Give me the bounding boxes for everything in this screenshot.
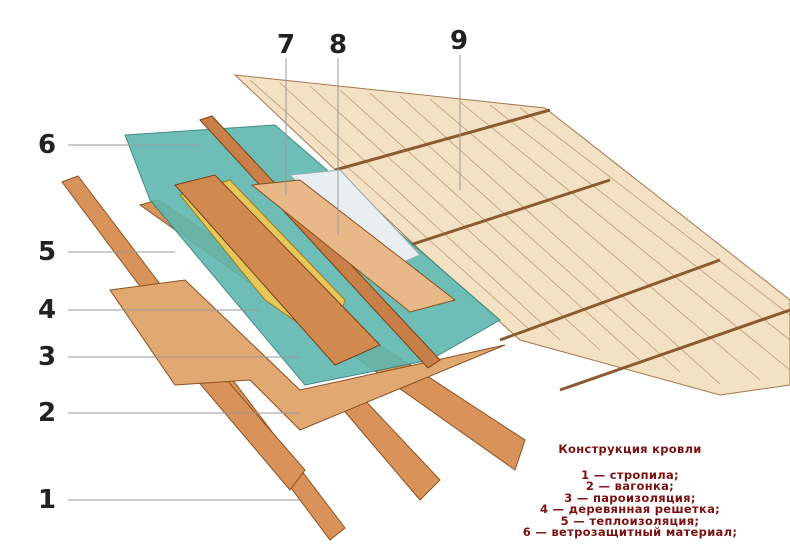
sheathing-steps — [334, 108, 790, 392]
legend-item: 5 — теплоизоляция; — [560, 513, 700, 528]
rafter — [334, 394, 441, 501]
batten — [199, 115, 441, 369]
label-5: 5 — [38, 237, 57, 267]
sheathing-lines — [249, 79, 790, 385]
legend-item: 3 — пароизоляция; — [564, 490, 696, 505]
label-4: 4 — [38, 295, 57, 325]
board-stack — [250, 179, 457, 313]
legend-title: Конструкция кровли — [558, 442, 702, 456]
label-6: 6 — [38, 130, 57, 160]
label-3: 3 — [38, 342, 57, 372]
label-2: 2 — [38, 398, 57, 428]
batten — [174, 174, 381, 366]
label-8: 8 — [329, 30, 348, 60]
leader-lines — [68, 55, 461, 501]
legend-item: 4 — деревянная решетка; — [539, 502, 721, 516]
label-9: 9 — [450, 26, 469, 56]
label-7: 7 — [277, 30, 296, 60]
legend-item: 2 — вагонка; — [585, 479, 675, 493]
legend-item: 1 — стропила; — [581, 467, 679, 482]
legend: Конструкция кровли 1 — стропила; 2 — ваг… — [470, 442, 790, 539]
boarding — [109, 279, 506, 431]
label-1: 1 — [38, 485, 57, 515]
legend-item: 6 — ветрозащитный материал; — [522, 525, 738, 539]
